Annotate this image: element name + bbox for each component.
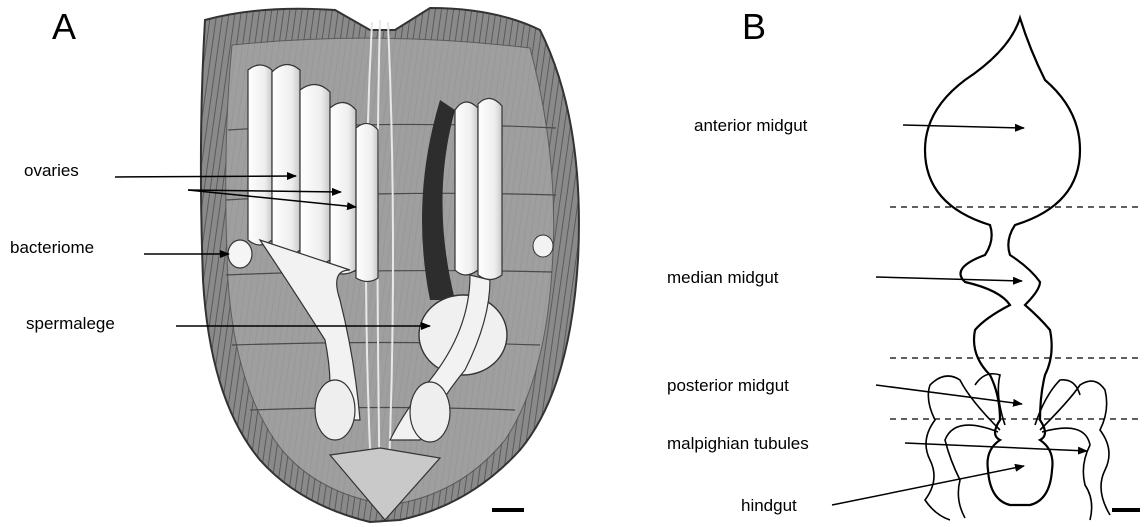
gut-outline [925,18,1080,505]
label-posterior-midgut: posterior midgut [667,376,789,396]
median-midgut-arrow [876,277,1022,281]
label-median-midgut: median midgut [667,268,779,288]
label-hindgut: hindgut [741,496,797,516]
label-anterior-midgut: anterior midgut [694,116,807,136]
label-malpighian-tubules: malpighian tubules [667,434,809,454]
hindgut-arrow [832,466,1024,505]
posterior-midgut-arrow [876,385,1022,404]
anterior-midgut-arrow [903,125,1024,128]
